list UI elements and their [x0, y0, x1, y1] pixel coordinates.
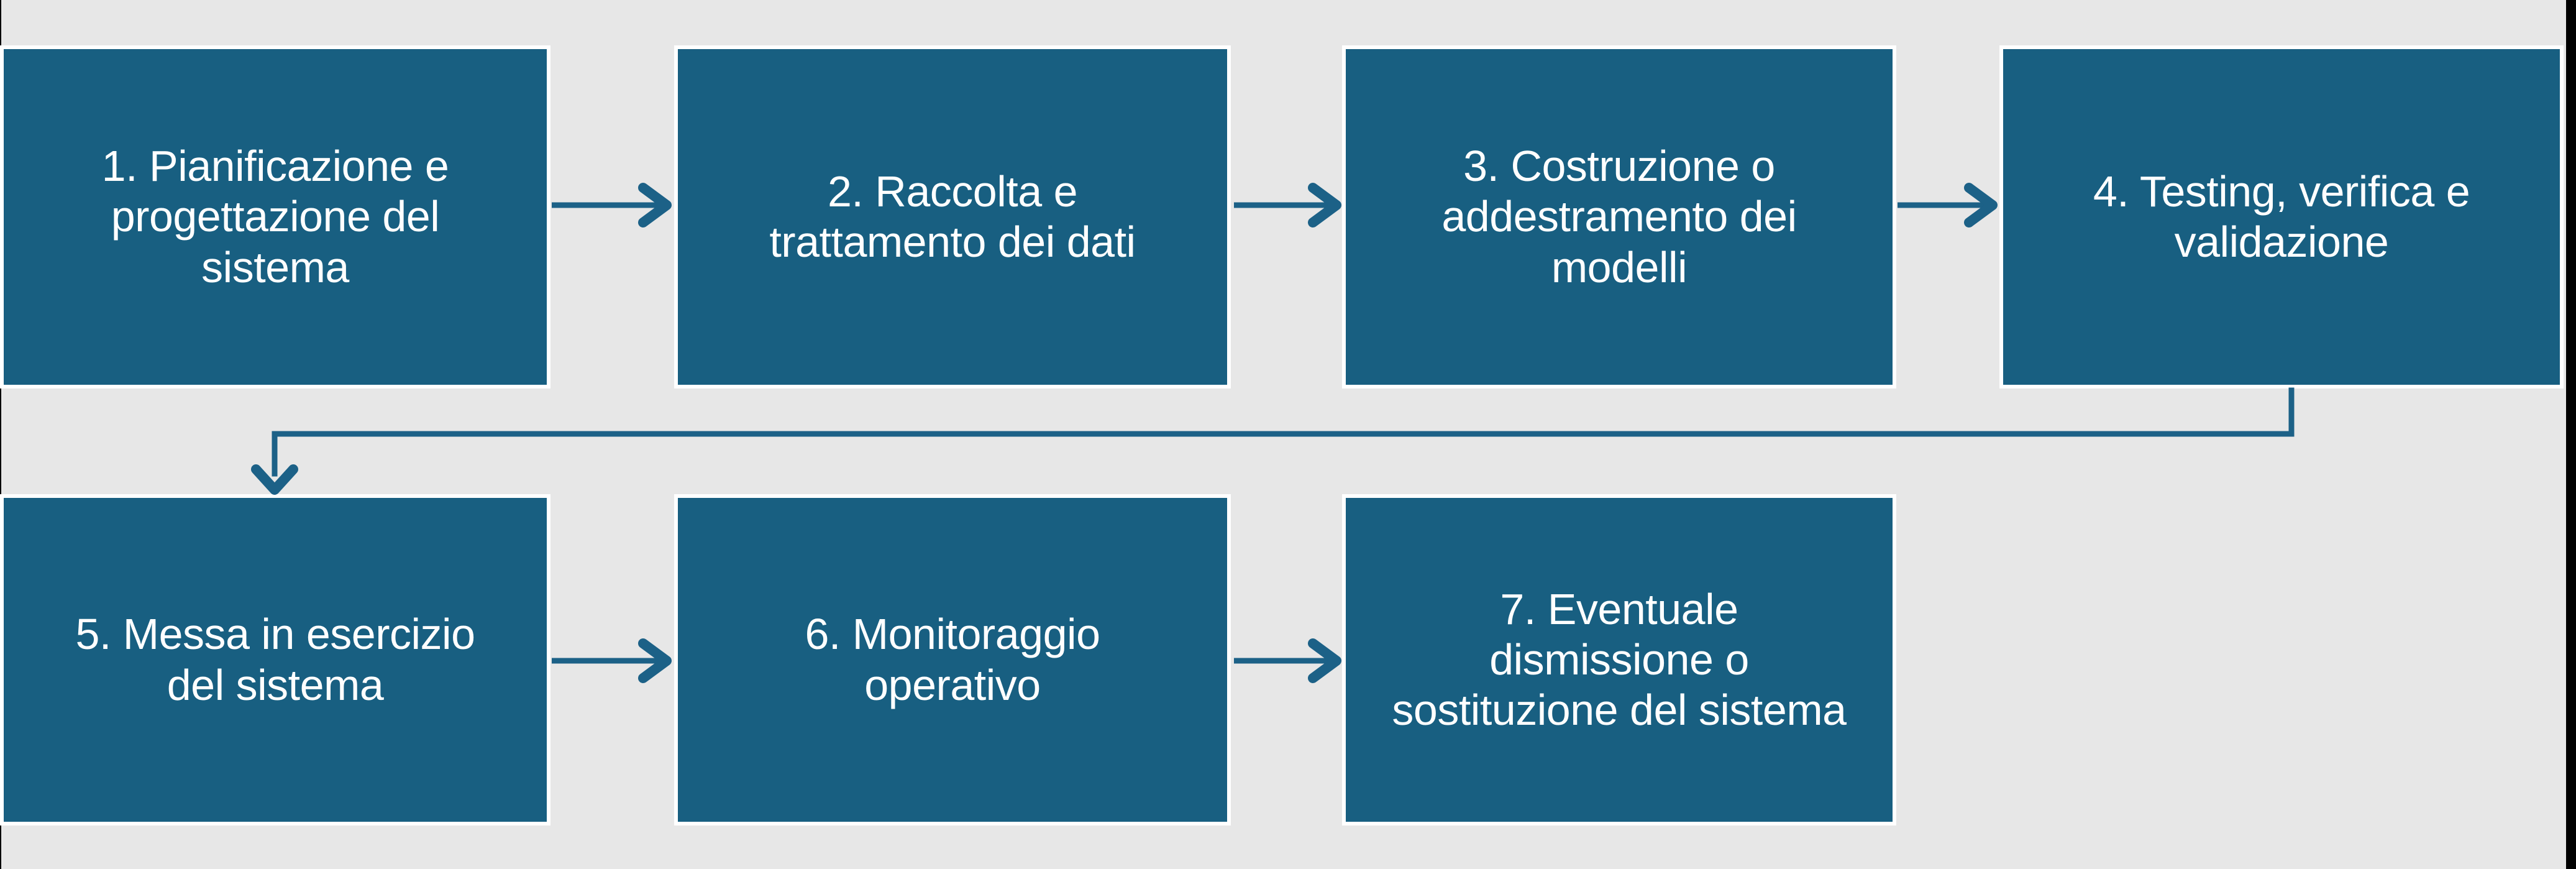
process-box-step-5-label: 5. Messa in esercizio del sistema [75, 610, 475, 709]
process-box-step-4-label: 4. Testing, verifica e validazione [2093, 167, 2470, 266]
process-box-step-3-label: 3. Costruzione o addestramento dei model… [1441, 142, 1797, 292]
process-box-step-6-label: 6. Monitoraggio operativo [805, 610, 1100, 709]
process-box-step-6[interactable]: 6. Monitoraggio operativo [674, 494, 1231, 825]
process-box-step-5[interactable]: 5. Messa in esercizio del sistema [0, 494, 550, 825]
process-box-step-1-label: 1. Pianificazione e progettazione del si… [101, 142, 449, 292]
process-box-step-2-label: 2. Raccolta e trattamento dei dati [769, 167, 1136, 266]
process-box-step-7[interactable]: 7. Eventuale dismissione o sostituzione … [1342, 494, 1896, 825]
process-box-step-2[interactable]: 2. Raccolta e trattamento dei dati [674, 45, 1231, 389]
process-box-step-4[interactable]: 4. Testing, verifica e validazione [1999, 45, 2564, 389]
process-box-step-1[interactable]: 1. Pianificazione e progettazione del si… [0, 45, 550, 389]
process-box-step-7-label: 7. Eventuale dismissione o sostituzione … [1392, 584, 1847, 735]
process-box-step-3[interactable]: 3. Costruzione o addestramento dei model… [1342, 45, 1896, 389]
